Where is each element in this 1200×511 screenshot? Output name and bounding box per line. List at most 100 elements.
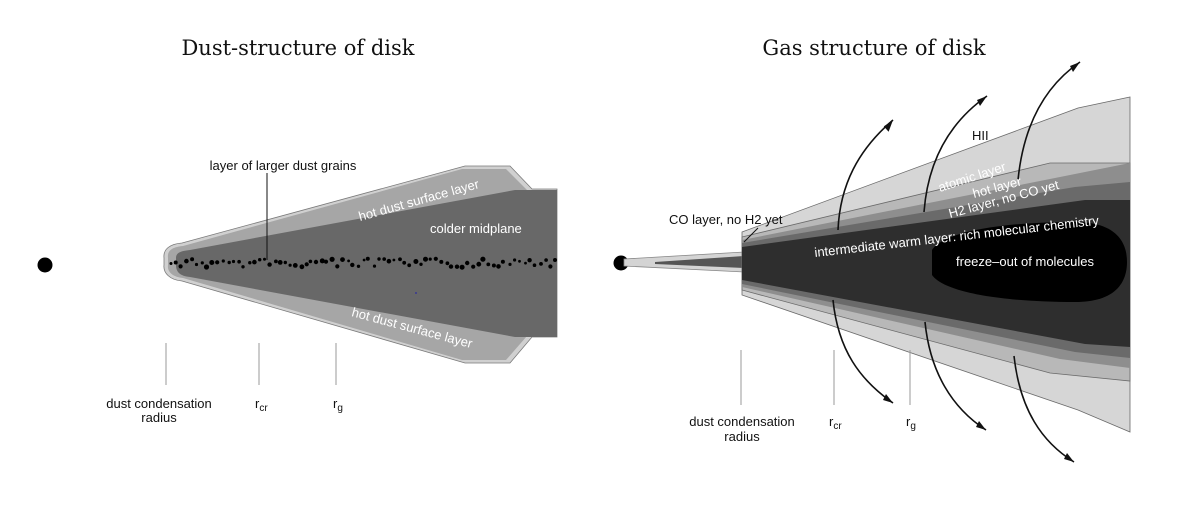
dust-grain xyxy=(350,262,355,268)
rg-label-left: rg xyxy=(333,396,343,414)
gas-panel-title: Gas structure of disk xyxy=(762,36,985,60)
dust-grain xyxy=(372,264,377,268)
dust-grain xyxy=(209,260,215,265)
dust-grain xyxy=(267,262,272,267)
dust-grain xyxy=(480,256,486,262)
rcr-label-right: rcr xyxy=(829,414,842,432)
co-layer-leader xyxy=(743,227,759,243)
dust-grain xyxy=(518,259,521,263)
outflow-arrow-5-head xyxy=(976,421,986,430)
dust-condensation-label-left-2: radius xyxy=(141,410,177,425)
dust-grain xyxy=(215,260,220,265)
dust-grain xyxy=(274,259,278,264)
dust-grain xyxy=(200,261,204,265)
outflow-arrow-2 xyxy=(923,95,988,213)
dust-grain xyxy=(377,257,381,261)
dust-grain xyxy=(178,264,183,269)
dust-panel: Dust-structure of disk layer of larger d… xyxy=(37,36,558,425)
rg-label-right: rg xyxy=(906,414,916,432)
dust-grain xyxy=(459,264,465,270)
dust-grain xyxy=(476,261,482,267)
dust-grain xyxy=(248,261,252,265)
rcr-label-left: rcr xyxy=(255,396,268,414)
dust-grain xyxy=(433,256,438,261)
freeze-out-label: freeze–out of molecules xyxy=(956,254,1095,269)
dust-colder-midplane xyxy=(176,190,557,337)
dust-grain xyxy=(194,262,199,267)
dust-grain xyxy=(365,256,370,261)
dust-grain xyxy=(241,265,245,269)
outflow-arrow-3-head xyxy=(1070,62,1080,72)
outflow-arrow-1-head xyxy=(883,120,893,132)
dust-grain xyxy=(221,259,225,263)
dust-grain xyxy=(532,263,537,268)
dust-grain xyxy=(319,258,325,264)
dust-grain xyxy=(500,259,505,264)
dust-grain xyxy=(169,262,173,265)
dust-grain xyxy=(548,264,553,269)
dust-grain xyxy=(304,262,309,267)
dust-grain xyxy=(445,261,450,266)
dust-grain xyxy=(428,257,432,261)
dust-grain xyxy=(465,260,470,266)
dust-grain xyxy=(283,260,287,265)
dust-grain xyxy=(508,262,512,266)
hii-label: HII xyxy=(972,128,989,143)
dust-grain xyxy=(382,257,387,261)
colder-midplane-label: colder midplane xyxy=(430,221,522,236)
dust-grain xyxy=(329,256,335,262)
dust-grain xyxy=(544,258,548,262)
larger-grains-label: layer of larger dust grains xyxy=(210,158,357,173)
dust-condensation-label-right-1: dust condensation xyxy=(689,414,795,429)
dust-grain xyxy=(313,259,319,265)
central-star-left xyxy=(37,257,53,273)
dust-grain xyxy=(486,262,491,267)
dust-grain xyxy=(491,263,496,268)
dust-condensation-label-left-1: dust condensation xyxy=(106,396,212,411)
dust-grain xyxy=(419,262,423,266)
dust-grain xyxy=(308,259,313,264)
outflow-arrow-5 xyxy=(924,321,987,431)
dust-grain xyxy=(263,257,266,261)
dust-grain xyxy=(496,264,501,269)
dust-grain xyxy=(407,263,412,268)
dust-grain xyxy=(335,264,340,269)
dust-grain xyxy=(471,264,476,269)
dust-grain xyxy=(252,259,257,265)
outflow-arrow-6 xyxy=(1013,355,1075,463)
dust-grain xyxy=(386,258,392,264)
outflow-arrow-6-head xyxy=(1064,453,1074,462)
dust-grain xyxy=(402,260,407,265)
larger-grains-dots xyxy=(169,256,557,270)
outflow-arrow-2-head xyxy=(977,96,987,106)
dust-grain xyxy=(203,264,210,270)
dust-grain xyxy=(362,258,366,262)
dust-grain xyxy=(356,264,361,268)
dust-grain xyxy=(413,259,419,264)
dust-grain xyxy=(299,264,305,270)
dust-grain xyxy=(190,257,195,262)
dust-grain xyxy=(292,263,298,268)
dust-grain xyxy=(553,258,557,262)
gas-panel: Gas structure of disk HII atomi xyxy=(613,36,1131,463)
dust-grain xyxy=(423,256,428,262)
dust-grain xyxy=(448,264,454,269)
dust-grain xyxy=(527,258,532,263)
dust-grain xyxy=(392,258,396,262)
dust-grain xyxy=(539,262,543,266)
gas-freeze-out-region xyxy=(932,222,1127,302)
dust-grain xyxy=(398,257,402,262)
outflow-arrow-1 xyxy=(837,119,894,231)
dust-grain xyxy=(439,259,444,264)
dust-grain xyxy=(231,259,236,264)
dust-grain xyxy=(277,260,283,265)
dust-grain xyxy=(454,264,460,269)
dust-panel-title: Dust-structure of disk xyxy=(181,36,414,60)
co-layer-label: CO layer, no H2 yet xyxy=(669,212,783,227)
dust-grain xyxy=(524,261,527,265)
outflow-arrow-3 xyxy=(1017,61,1081,181)
dust-grain xyxy=(173,260,178,265)
outflow-arrow-4 xyxy=(832,299,894,404)
speck xyxy=(415,292,417,294)
